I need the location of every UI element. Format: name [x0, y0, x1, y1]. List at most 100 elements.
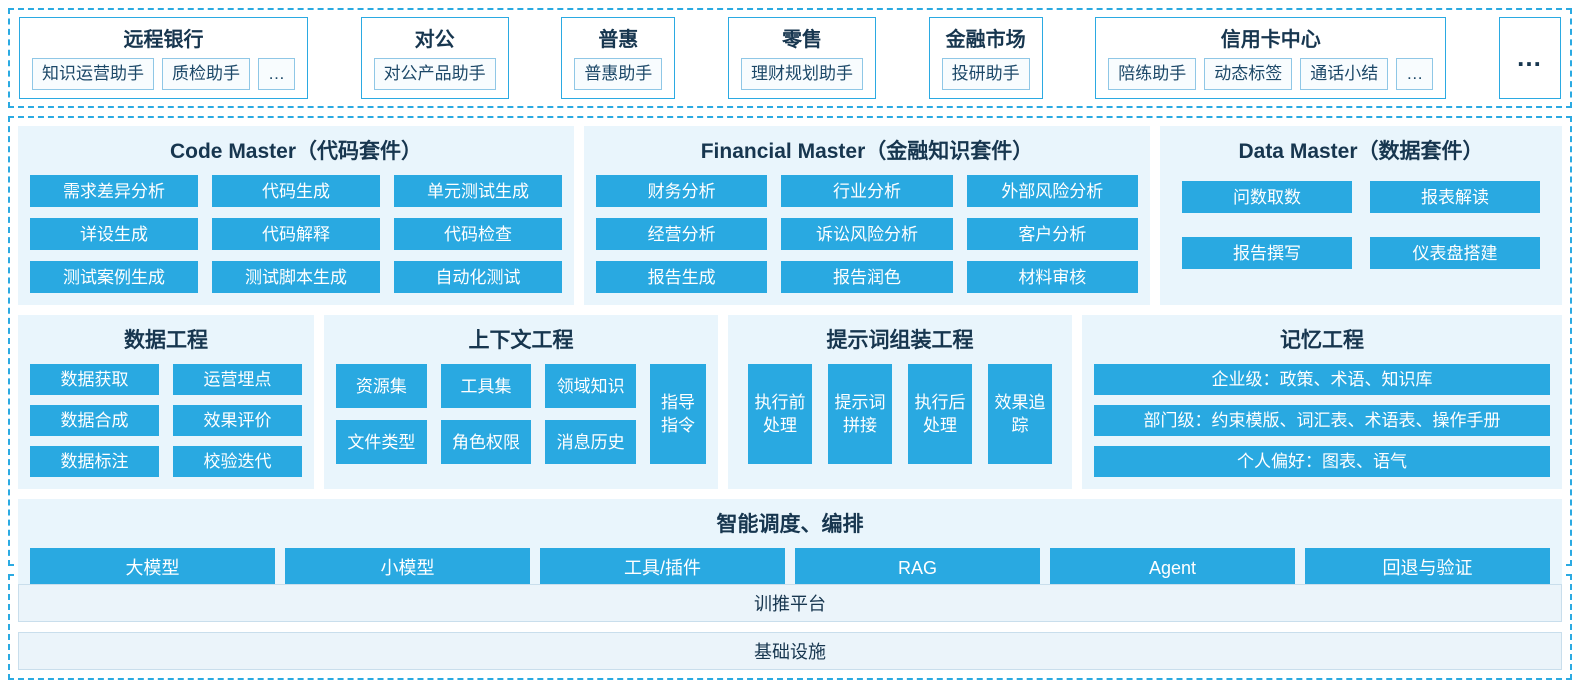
assistant-chip-row: 普惠助手 [574, 58, 663, 90]
suite-data-master: Data Master（数据套件） 问数取数 报表解读 报告撰写 仪表盘搭建 [1160, 126, 1562, 305]
capability-box: 测试案例生成 [30, 261, 198, 293]
capability-box: 代码检查 [394, 218, 562, 250]
unit-credit-card-center: 信用卡中心 陪练助手 动态标签 通话小结 … [1095, 17, 1447, 99]
suite-button-grid: 财务分析 行业分析 外部风险分析 经营分析 诉讼风险分析 客户分析 报告生成 报… [596, 175, 1138, 293]
assistant-chip: 动态标签 [1204, 58, 1293, 90]
panel-title: 提示词组装工程 [826, 329, 974, 352]
engineering-row: 数据工程 数据获取 运营埋点 数据合成 效果评价 数据标注 校验迭代 上下文工程… [18, 315, 1562, 489]
capability-box: 回退与验证 [1305, 548, 1550, 588]
assistant-chip: 投研助手 [941, 58, 1030, 90]
panel-title: 记忆工程 [1280, 329, 1364, 352]
capability-box: 数据获取 [30, 364, 159, 395]
capability-box: 消息历史 [545, 420, 636, 464]
bank-ai-architecture-diagram: 远程银行 知识运营助手 质检助手 … 对公 对公产品助手 普惠 普惠助手 零售 … [0, 8, 1580, 680]
unit-remote-banking: 远程银行 知识运营助手 质检助手 … [19, 17, 308, 99]
data-engineering-grid: 数据获取 运营埋点 数据合成 效果评价 数据标注 校验迭代 [30, 364, 302, 477]
unit-title: 信用卡中心 [1220, 29, 1321, 51]
capability-box: 报告生成 [596, 261, 768, 293]
unit-title: 远程银行 [123, 29, 204, 51]
assistant-chip-row: 知识运营助手 质检助手 … [32, 58, 295, 90]
capability-box: 效果追踪 [988, 364, 1052, 464]
assistant-chip: 对公产品助手 [373, 58, 496, 90]
capability-box: 自动化测试 [394, 261, 562, 293]
capability-box: 报表解读 [1370, 181, 1540, 213]
capability-box: 详设生成 [30, 218, 198, 250]
assistant-chip-row: 对公产品助手 [373, 58, 496, 90]
assistant-chip: 质检助手 [162, 58, 250, 90]
suite-financial-master: Financial Master（金融知识套件） 财务分析 行业分析 外部风险分… [584, 126, 1150, 305]
unit-corporate: 对公 对公产品助手 [360, 17, 509, 99]
suite-button-grid: 需求差异分析 代码生成 单元测试生成 详设生成 代码解释 代码检查 测试案例生成… [30, 175, 562, 293]
capability-box: 单元测试生成 [394, 175, 562, 207]
capability-box: 数据合成 [30, 405, 159, 436]
capability-box: 诉讼风险分析 [781, 218, 953, 250]
business-units-band: 远程银行 知识运营助手 质检助手 … 对公 对公产品助手 普惠 普惠助手 零售 … [8, 8, 1572, 108]
unit-retail: 零售 理财规划助手 [727, 17, 876, 99]
suites-row: Code Master（代码套件） 需求差异分析 代码生成 单元测试生成 详设生… [18, 126, 1562, 305]
orchestration-button-row: 大模型 小模型 工具/插件 RAG Agent 回退与验证 [30, 548, 1550, 588]
memory-level-bar: 企业级：政策、术语、知识库 [1094, 364, 1550, 395]
training-inference-platform-bar: 训推平台 [18, 584, 1562, 622]
capability-box: 报告润色 [781, 261, 953, 293]
capability-box: 代码生成 [212, 175, 380, 207]
assistant-chip: 普惠助手 [574, 58, 663, 90]
capability-box: 校验迭代 [173, 446, 302, 477]
capability-box: 数据标注 [30, 446, 159, 477]
prompt-engineering-grid: 执行前处理 提示词拼接 执行后处理 效果追踪 [740, 364, 1060, 464]
panel-title: 智能调度、编排 [716, 513, 864, 536]
capability-box: 运营埋点 [173, 364, 302, 395]
capability-box: 经营分析 [596, 218, 768, 250]
assistant-chip-row: 投研助手 [941, 58, 1030, 90]
capability-box: 材料审核 [966, 261, 1138, 293]
platform-band: 训推平台 基础设施 [8, 574, 1572, 680]
assistant-chip-row: 理财规划助手 [740, 58, 863, 90]
assistant-chip: 通话小结 [1300, 58, 1389, 90]
assistant-chip: 理财规划助手 [740, 58, 863, 90]
panel-memory-engineering: 记忆工程 企业级：政策、术语、知识库 部门级：约束模版、词汇表、术语表、操作手册… [1082, 315, 1562, 489]
suite-button-grid: 问数取数 报表解读 报告撰写 仪表盘搭建 [1172, 175, 1550, 269]
capability-box: 执行前处理 [748, 364, 812, 464]
memory-level-bar: 部门级：约束模版、词汇表、术语表、操作手册 [1094, 405, 1550, 436]
context-engineering-grid: 资源集 工具集 领域知识 文件类型 角色权限 消息历史 指导指令 [336, 364, 706, 464]
panel-context-engineering: 上下文工程 资源集 工具集 领域知识 文件类型 角色权限 消息历史 指导指令 [324, 315, 718, 489]
capability-box: 执行后处理 [908, 364, 972, 464]
suite-title: Data Master（数据套件） [1238, 140, 1484, 163]
more-assistants-ellipsis: … [1396, 58, 1434, 90]
capability-box: 报告撰写 [1182, 237, 1352, 269]
unit-inclusive-finance: 普惠 普惠助手 [561, 17, 676, 99]
assistant-chip-row: 陪练助手 动态标签 通话小结 … [1108, 58, 1434, 90]
capability-box: 工具/插件 [540, 548, 785, 588]
panel-title: 数据工程 [124, 329, 208, 352]
panel-orchestration: 智能调度、编排 大模型 小模型 工具/插件 RAG Agent 回退与验证 [18, 499, 1562, 600]
capability-box: 提示词拼接 [828, 364, 892, 464]
memory-engineering-bars: 企业级：政策、术语、知识库 部门级：约束模版、词汇表、术语表、操作手册 个人偏好… [1094, 364, 1550, 477]
capability-box: 文件类型 [336, 420, 427, 464]
capability-box: 大模型 [30, 548, 275, 588]
unit-title: 普惠 [598, 29, 639, 51]
unit-financial-markets: 金融市场 投研助手 [928, 17, 1043, 99]
memory-level-bar: 个人偏好：图表、语气 [1094, 446, 1550, 477]
assistant-chip: 陪练助手 [1108, 58, 1197, 90]
capability-box: 客户分析 [966, 218, 1138, 250]
capability-box: RAG [795, 548, 1040, 588]
capability-box: 测试脚本生成 [212, 261, 380, 293]
panel-prompt-assembly-engineering: 提示词组装工程 执行前处理 提示词拼接 执行后处理 效果追踪 [728, 315, 1072, 489]
capability-box: 角色权限 [440, 420, 532, 464]
capability-box: 问数取数 [1182, 181, 1352, 213]
unit-title: 金融市场 [945, 29, 1026, 51]
capability-box: 代码解释 [212, 218, 380, 250]
panel-title: 上下文工程 [468, 329, 574, 352]
capability-box: 工具集 [440, 364, 532, 408]
capability-box: 小模型 [285, 548, 530, 588]
unit-title: 零售 [781, 29, 822, 51]
assistant-chip: 知识运营助手 [32, 58, 154, 90]
capability-box: 需求差异分析 [30, 175, 198, 207]
capability-box: 外部风险分析 [966, 175, 1138, 207]
infrastructure-bar: 基础设施 [18, 632, 1562, 670]
more-units-ellipsis: … [1515, 41, 1544, 72]
unit-more-ellipsis: … [1498, 17, 1561, 99]
capability-band: Code Master（代码套件） 需求差异分析 代码生成 单元测试生成 详设生… [8, 116, 1572, 600]
capability-box-guidance: 指导指令 [649, 364, 706, 464]
capability-box: 行业分析 [781, 175, 953, 207]
capability-box: 效果评价 [173, 405, 302, 436]
